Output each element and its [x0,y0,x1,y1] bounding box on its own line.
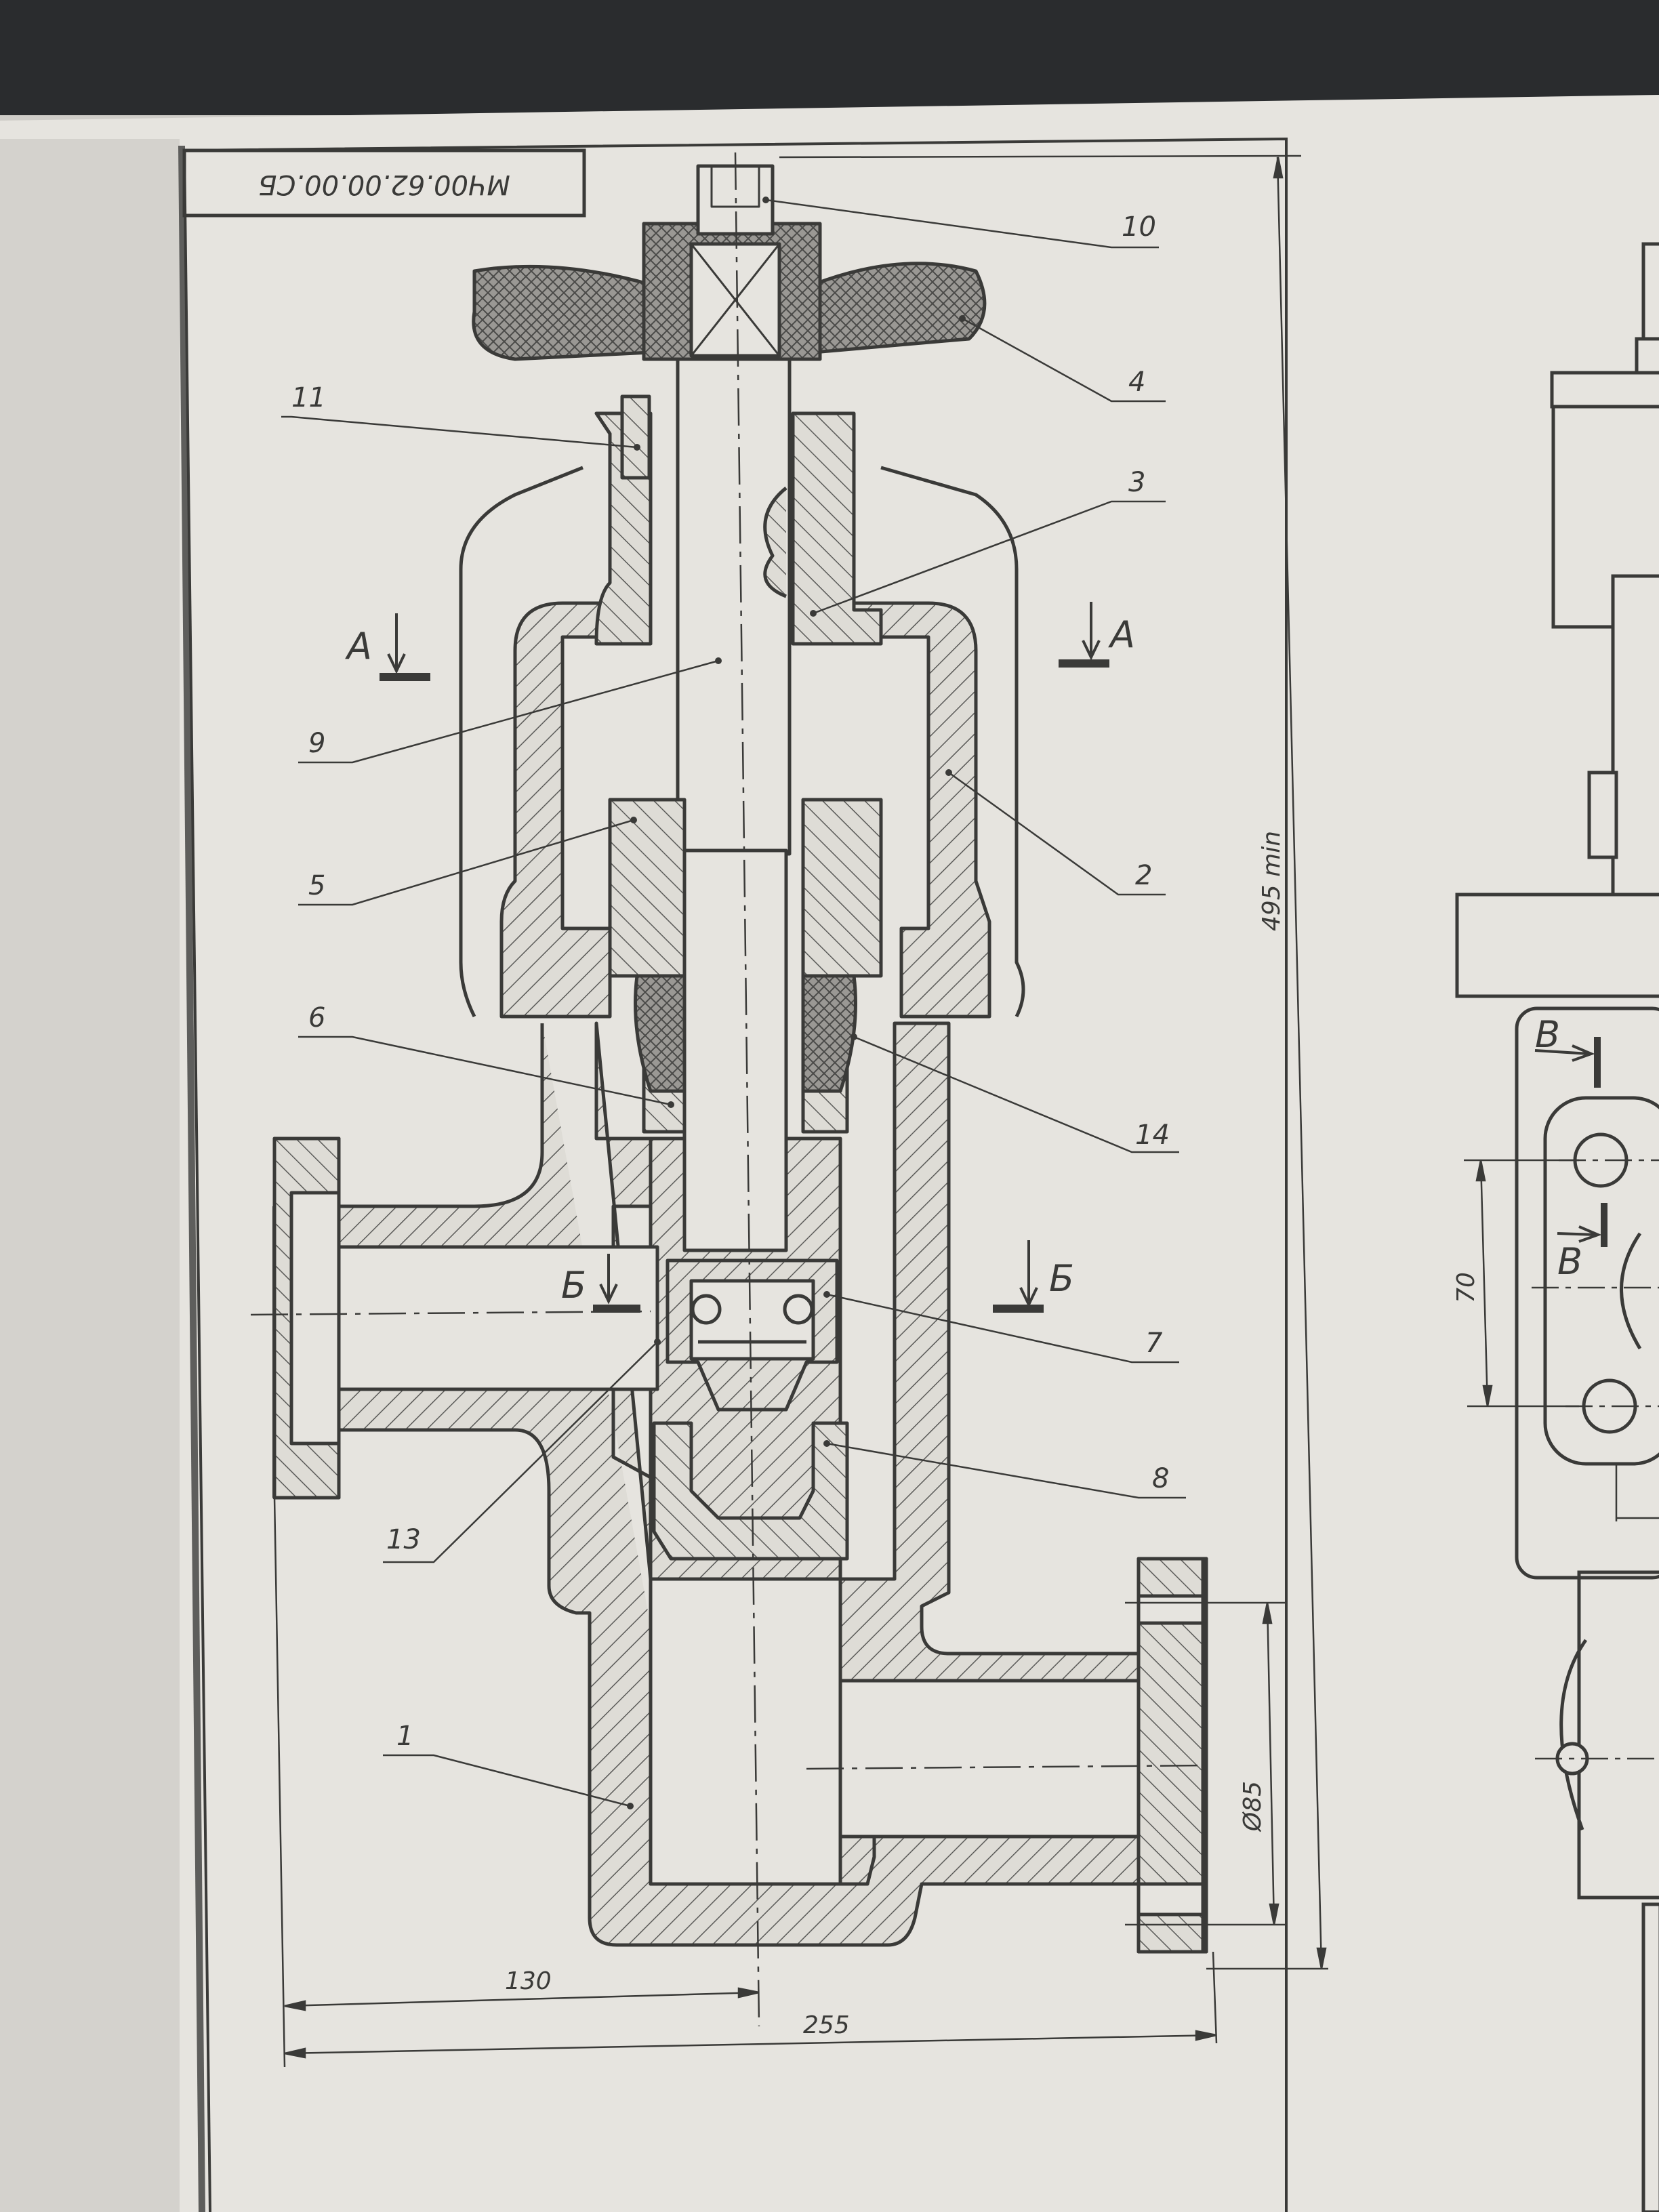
centerlines [250,152,1207,2027]
part-number-6: 6 [308,1002,325,1033]
outlet-bore [838,1679,1195,1839]
section-marker-a-left: А [345,613,430,681]
dark-desk-top [0,0,1659,115]
designation-text: МЧ00.62.00.00.СБ [258,169,510,200]
inlet-bore [289,1245,659,1391]
side-view-cover [1543,1096,1659,1466]
drawing-frame [184,137,1288,2212]
frame-left-edge [183,150,211,2212]
dimension-overall-height: 495 min [1258,831,1286,931]
leader-dots [627,197,966,1809]
designation-stamp: МЧ00.62.00.00.СБ [182,148,586,218]
part-number-9: 9 [308,728,325,759]
section-marker-v-bottom: В [1557,1203,1607,1283]
set-screw [620,394,651,480]
side-view-flange [1455,893,1659,998]
packing [634,974,857,1093]
section-marker-a-right: А [1059,602,1135,668]
section-marker-b-right: Б [993,1240,1074,1313]
stem-lower [682,848,788,1252]
disc-ball-left [691,1294,722,1325]
left-paper-fold [0,139,180,2212]
seat-part [652,1421,849,1561]
left-shadow-edge [178,145,205,2212]
bonnet-outline [459,466,1025,1018]
section-label-v-bottom: В [1557,1240,1582,1283]
part-number-8: 8 [1152,1463,1169,1494]
section-label-a-right: А [1108,613,1135,656]
section-label-a-left: А [345,625,372,668]
stem [676,357,792,856]
part-number-10: 10 [1122,211,1156,243]
side-view [1455,242,1659,2212]
side-view-key [1587,771,1618,859]
lower-chamber [649,1577,842,1886]
section-label-b-left: Б [561,1264,586,1307]
part-number-13: 13 [386,1524,421,1555]
part-number-14: 14 [1135,1120,1170,1151]
stem-thread [763,487,787,598]
side-view-dimension-70 [1464,1159,1659,1521]
part-number-5: 5 [308,870,325,901]
part-number-3: 3 [1128,467,1145,498]
section-marker-b-left: Б [561,1254,640,1313]
part-number-1: 1 [396,1721,413,1752]
section-label-v-top: В [1535,1013,1560,1056]
title-block-edge [1641,1902,1659,2212]
side-view-stem-body [1611,574,1659,897]
leader-lines [281,199,1186,1807]
section-marker-v-top: В [1534,1013,1601,1088]
dimension-overall-width: 255 [803,2011,850,2039]
side-view-nut [1635,337,1659,375]
dimension-flange-diameter: Ø85 [1239,1781,1267,1832]
part-number-11: 11 [291,382,326,413]
part-number-7: 7 [1145,1328,1163,1359]
part-number-2: 2 [1135,860,1152,891]
dimension-axis-offset: 130 [505,1967,552,1995]
side-view-top-block [1550,371,1659,409]
valve-section [272,164,1208,1954]
part-number-4: 4 [1128,367,1145,398]
side-view-stem [1641,242,1659,341]
section-label-b-right: Б [1049,1257,1074,1300]
dimension-bolt-spacing: 70 [1452,1272,1480,1303]
gland-nut [594,411,883,646]
disc-ball-right [783,1294,814,1325]
side-view-lower [1577,1570,1659,1900]
dimension-lines [273,155,1328,2068]
